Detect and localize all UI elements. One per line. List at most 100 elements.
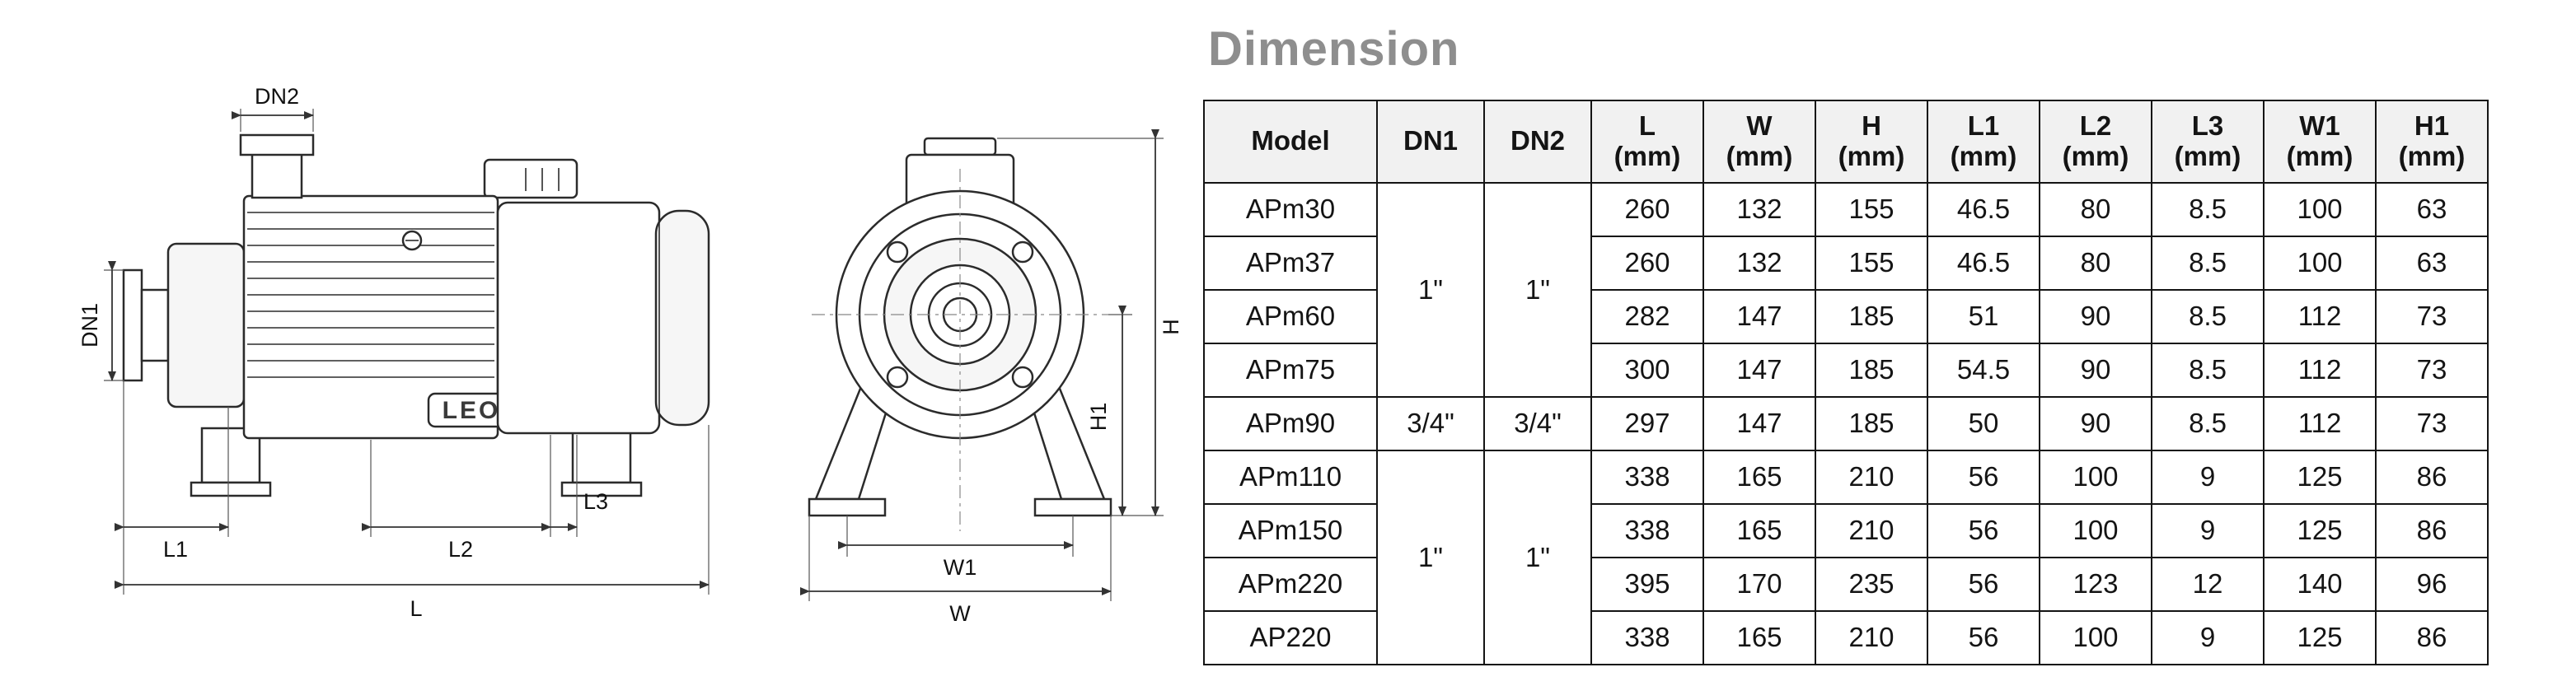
dn2-cell: 1" xyxy=(1483,181,1592,398)
value-cell: 132 xyxy=(1703,235,1816,291)
dn1-cell: 1" xyxy=(1376,181,1485,398)
value-cell: 51 xyxy=(1927,288,2040,344)
value-cell: 50 xyxy=(1927,395,2040,451)
outlet-flange xyxy=(239,133,315,156)
value-cell: 170 xyxy=(1703,556,1816,612)
outlet-pipe xyxy=(251,152,303,199)
column-header-l1: L1(mm) xyxy=(1927,100,2040,184)
value-cell: 338 xyxy=(1590,502,1704,558)
value-cell: 8.5 xyxy=(2151,395,2265,451)
value-cell: 90 xyxy=(2039,288,2152,344)
value-cell: 73 xyxy=(2375,395,2489,451)
left-foot-pad xyxy=(808,497,887,517)
body-fins xyxy=(247,212,494,378)
value-cell: 80 xyxy=(2039,235,2152,291)
value-cell: 9 xyxy=(2151,449,2265,505)
model-cell: APm90 xyxy=(1203,395,1378,451)
column-header-h1: H1(mm) xyxy=(2375,100,2489,184)
value-cell: 165 xyxy=(1703,609,1816,665)
motor-end-cap xyxy=(654,209,710,427)
value-cell: 56 xyxy=(1927,502,2040,558)
value-cell: 140 xyxy=(2263,556,2377,612)
column-header-dn1: DN1 xyxy=(1376,100,1485,184)
value-cell: 8.5 xyxy=(2151,288,2265,344)
value-cell: 260 xyxy=(1590,181,1704,237)
value-cell: 155 xyxy=(1815,181,1928,237)
value-cell: 125 xyxy=(2263,449,2377,505)
value-cell: 56 xyxy=(1927,556,2040,612)
page-title: Dimension xyxy=(1208,22,1460,76)
value-cell: 96 xyxy=(2375,556,2489,612)
l2-label: L2 xyxy=(448,537,473,562)
value-cell: 46.5 xyxy=(1927,181,2040,237)
value-cell: 56 xyxy=(1927,609,2040,665)
bolt xyxy=(886,240,909,264)
value-cell: 185 xyxy=(1815,288,1928,344)
value-cell: 86 xyxy=(2375,609,2489,665)
value-cell: 54.5 xyxy=(1927,342,2040,398)
column-header-l: L(mm) xyxy=(1590,100,1704,184)
pump-housing xyxy=(166,242,246,408)
value-cell: 100 xyxy=(2039,609,2152,665)
value-cell: 155 xyxy=(1815,235,1928,291)
model-cell: APm75 xyxy=(1203,342,1378,398)
value-cell: 125 xyxy=(2263,609,2377,665)
value-cell: 210 xyxy=(1815,609,1928,665)
h-label: H xyxy=(1159,319,1183,335)
brand-text: LEO xyxy=(443,397,501,424)
value-cell: 123 xyxy=(2039,556,2152,612)
value-cell: 80 xyxy=(2039,181,2152,237)
pump-front-view: W1 W H H1 xyxy=(800,129,1183,626)
value-cell: 63 xyxy=(2375,235,2489,291)
value-cell: 147 xyxy=(1703,288,1816,344)
value-cell: 165 xyxy=(1703,502,1816,558)
value-cell: 282 xyxy=(1590,288,1704,344)
dn1-cell: 1" xyxy=(1376,449,1485,665)
dn1-label: DN1 xyxy=(77,303,102,348)
value-cell: 8.5 xyxy=(2151,235,2265,291)
column-header-w: W(mm) xyxy=(1703,100,1816,184)
model-cell: APm150 xyxy=(1203,502,1378,558)
dn2-cell: 3/4" xyxy=(1483,395,1592,451)
value-cell: 132 xyxy=(1703,181,1816,237)
model-cell: AP220 xyxy=(1203,609,1378,665)
model-cell: APm30 xyxy=(1203,181,1378,237)
value-cell: 63 xyxy=(2375,181,2489,237)
column-header-w1: W1(mm) xyxy=(2263,100,2377,184)
bolt xyxy=(886,366,909,389)
inlet-pipe xyxy=(140,288,170,362)
model-cell: APm60 xyxy=(1203,288,1378,344)
value-cell: 300 xyxy=(1590,342,1704,398)
l3-label: L3 xyxy=(583,489,608,514)
value-cell: 112 xyxy=(2263,342,2377,398)
value-cell: 147 xyxy=(1703,342,1816,398)
value-cell: 12 xyxy=(2151,556,2265,612)
value-cell: 90 xyxy=(2039,342,2152,398)
column-header-model: Model xyxy=(1203,100,1378,184)
column-header-l2: L2(mm) xyxy=(2039,100,2152,184)
value-cell: 260 xyxy=(1590,235,1704,291)
column-header-dn2: DN2 xyxy=(1483,100,1592,184)
dn1-cell: 3/4" xyxy=(1376,395,1485,451)
value-cell: 86 xyxy=(2375,449,2489,505)
value-cell: 100 xyxy=(2263,235,2377,291)
value-cell: 86 xyxy=(2375,502,2489,558)
rear-foot-base xyxy=(560,481,643,497)
right-foot-pad xyxy=(1033,497,1112,517)
value-cell: 210 xyxy=(1815,449,1928,505)
bolt xyxy=(1011,366,1034,389)
value-cell: 165 xyxy=(1703,449,1816,505)
value-cell: 395 xyxy=(1590,556,1704,612)
value-cell: 9 xyxy=(2151,609,2265,665)
